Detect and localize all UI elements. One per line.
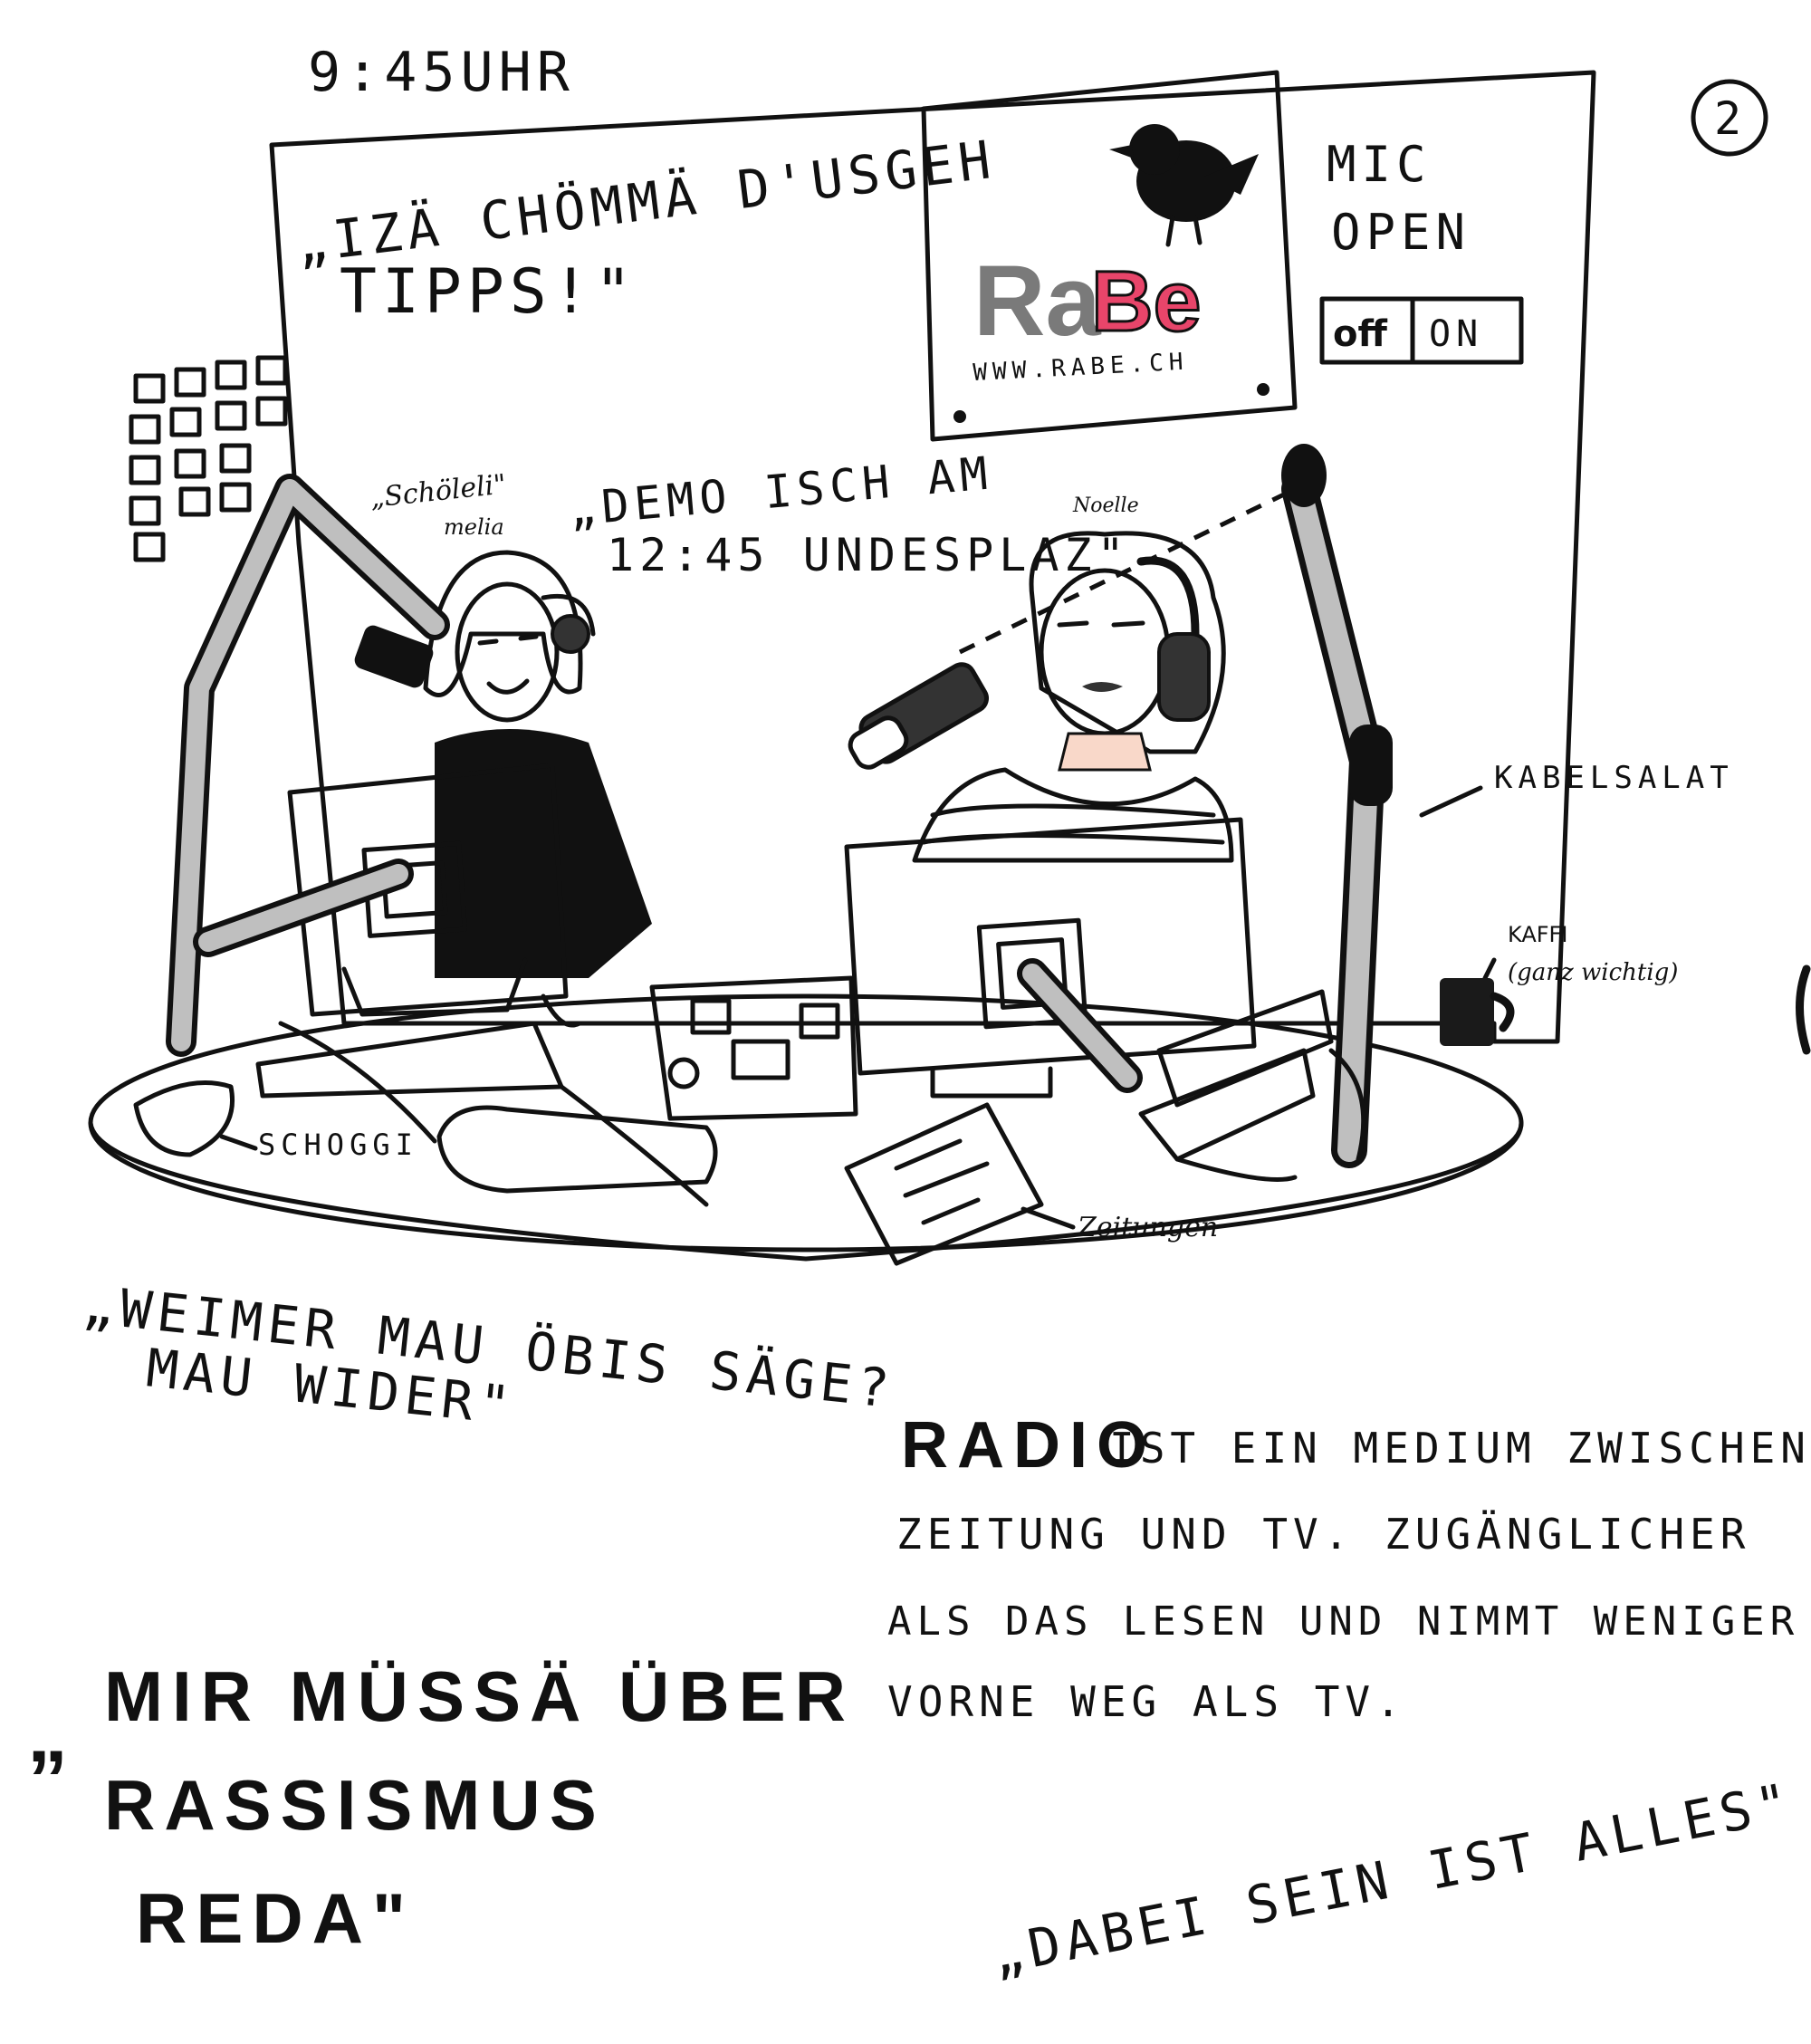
chocolate bbox=[133, 1080, 235, 1157]
logo-be: Be bbox=[1091, 254, 1201, 350]
monitor-right bbox=[844, 817, 1257, 1099]
rassismus-line1: MIR MÜSSÄ ÜBER bbox=[104, 1656, 855, 1736]
time-label: 9:45UHR bbox=[308, 41, 575, 104]
kaffi-label: KAFFI bbox=[1508, 922, 1567, 947]
kaffi-note: (ganz wichtig) bbox=[1508, 959, 1678, 986]
page-number: 2 bbox=[1714, 92, 1747, 145]
rassismus-line3: REDA" bbox=[136, 1878, 415, 1958]
mic-open-line1: MIC bbox=[1327, 136, 1432, 193]
zeitungen-label: Zeitungen bbox=[1077, 1212, 1218, 1243]
on-label: ON bbox=[1429, 313, 1483, 355]
schoggi-label: SCHOGGI bbox=[258, 1128, 418, 1162]
coffee-cup-icon bbox=[1440, 978, 1515, 1046]
demo-note-left: melia bbox=[444, 514, 504, 540]
demo-line2: 12:45 UNDESPLAZ" bbox=[607, 529, 1130, 581]
radio-line1: IST EIN MEDIUM ZWISCHEN bbox=[1109, 1424, 1811, 1473]
mic-arm-left bbox=[166, 474, 450, 1057]
quote-tipps-line2: TIPPS!" bbox=[340, 256, 637, 328]
host-right bbox=[912, 531, 1234, 863]
mic-arm-right bbox=[1281, 444, 1393, 1168]
device-gray-right bbox=[1138, 1048, 1316, 1162]
mixer-console bbox=[649, 975, 858, 1121]
microphone-right bbox=[848, 491, 1288, 770]
cables bbox=[278, 1021, 1366, 1207]
mic-open-line2: OPEN bbox=[1331, 204, 1471, 261]
host-left bbox=[423, 550, 652, 1028]
mic-toggle-switch: off ON bbox=[1319, 296, 1524, 365]
device-dark-right bbox=[1156, 989, 1334, 1108]
off-label: off bbox=[1333, 313, 1387, 355]
demo-line1: „DEMO ISCH AM bbox=[567, 446, 995, 536]
raven-icon bbox=[1109, 124, 1259, 247]
rassismus-open-quote: „ bbox=[27, 1689, 77, 1780]
monitor-left bbox=[193, 763, 569, 1017]
kabelsalat-label: KABELSALAT bbox=[1494, 760, 1734, 796]
radio-line4: VORNE WEG ALS TV. bbox=[887, 1677, 1406, 1726]
quote-dabei: „DABEI SEIN IST ALLES" bbox=[987, 1771, 1799, 1987]
radio-line2: ZEITUNG UND TV. ZUGÄNGLICHER bbox=[896, 1510, 1750, 1559]
phone bbox=[436, 1105, 718, 1194]
on-segment bbox=[1410, 296, 1524, 365]
wall-stickers bbox=[129, 355, 288, 562]
rabe-logo-panel: Ra Be WWW.RABE.CH bbox=[921, 70, 1298, 442]
logo-ra: Ra bbox=[973, 245, 1101, 357]
demo-note-right: Noelle bbox=[1072, 494, 1139, 517]
quote-tipps-line1: „IZÄ CHÖMMÄ D'USGEH bbox=[292, 129, 999, 275]
kabelsalat-pointer bbox=[1419, 785, 1483, 818]
schoeleli-note: „Schöleli" bbox=[369, 468, 507, 514]
radio-line3: ALS DAS LESEN UND NIMMT WENIGER bbox=[887, 1598, 1799, 1645]
rassismus-line2: RASSISMUS bbox=[104, 1765, 606, 1845]
radio-word: RADIO bbox=[901, 1409, 1156, 1482]
newspapers bbox=[844, 1102, 1044, 1266]
page-number-circle bbox=[1691, 79, 1768, 157]
